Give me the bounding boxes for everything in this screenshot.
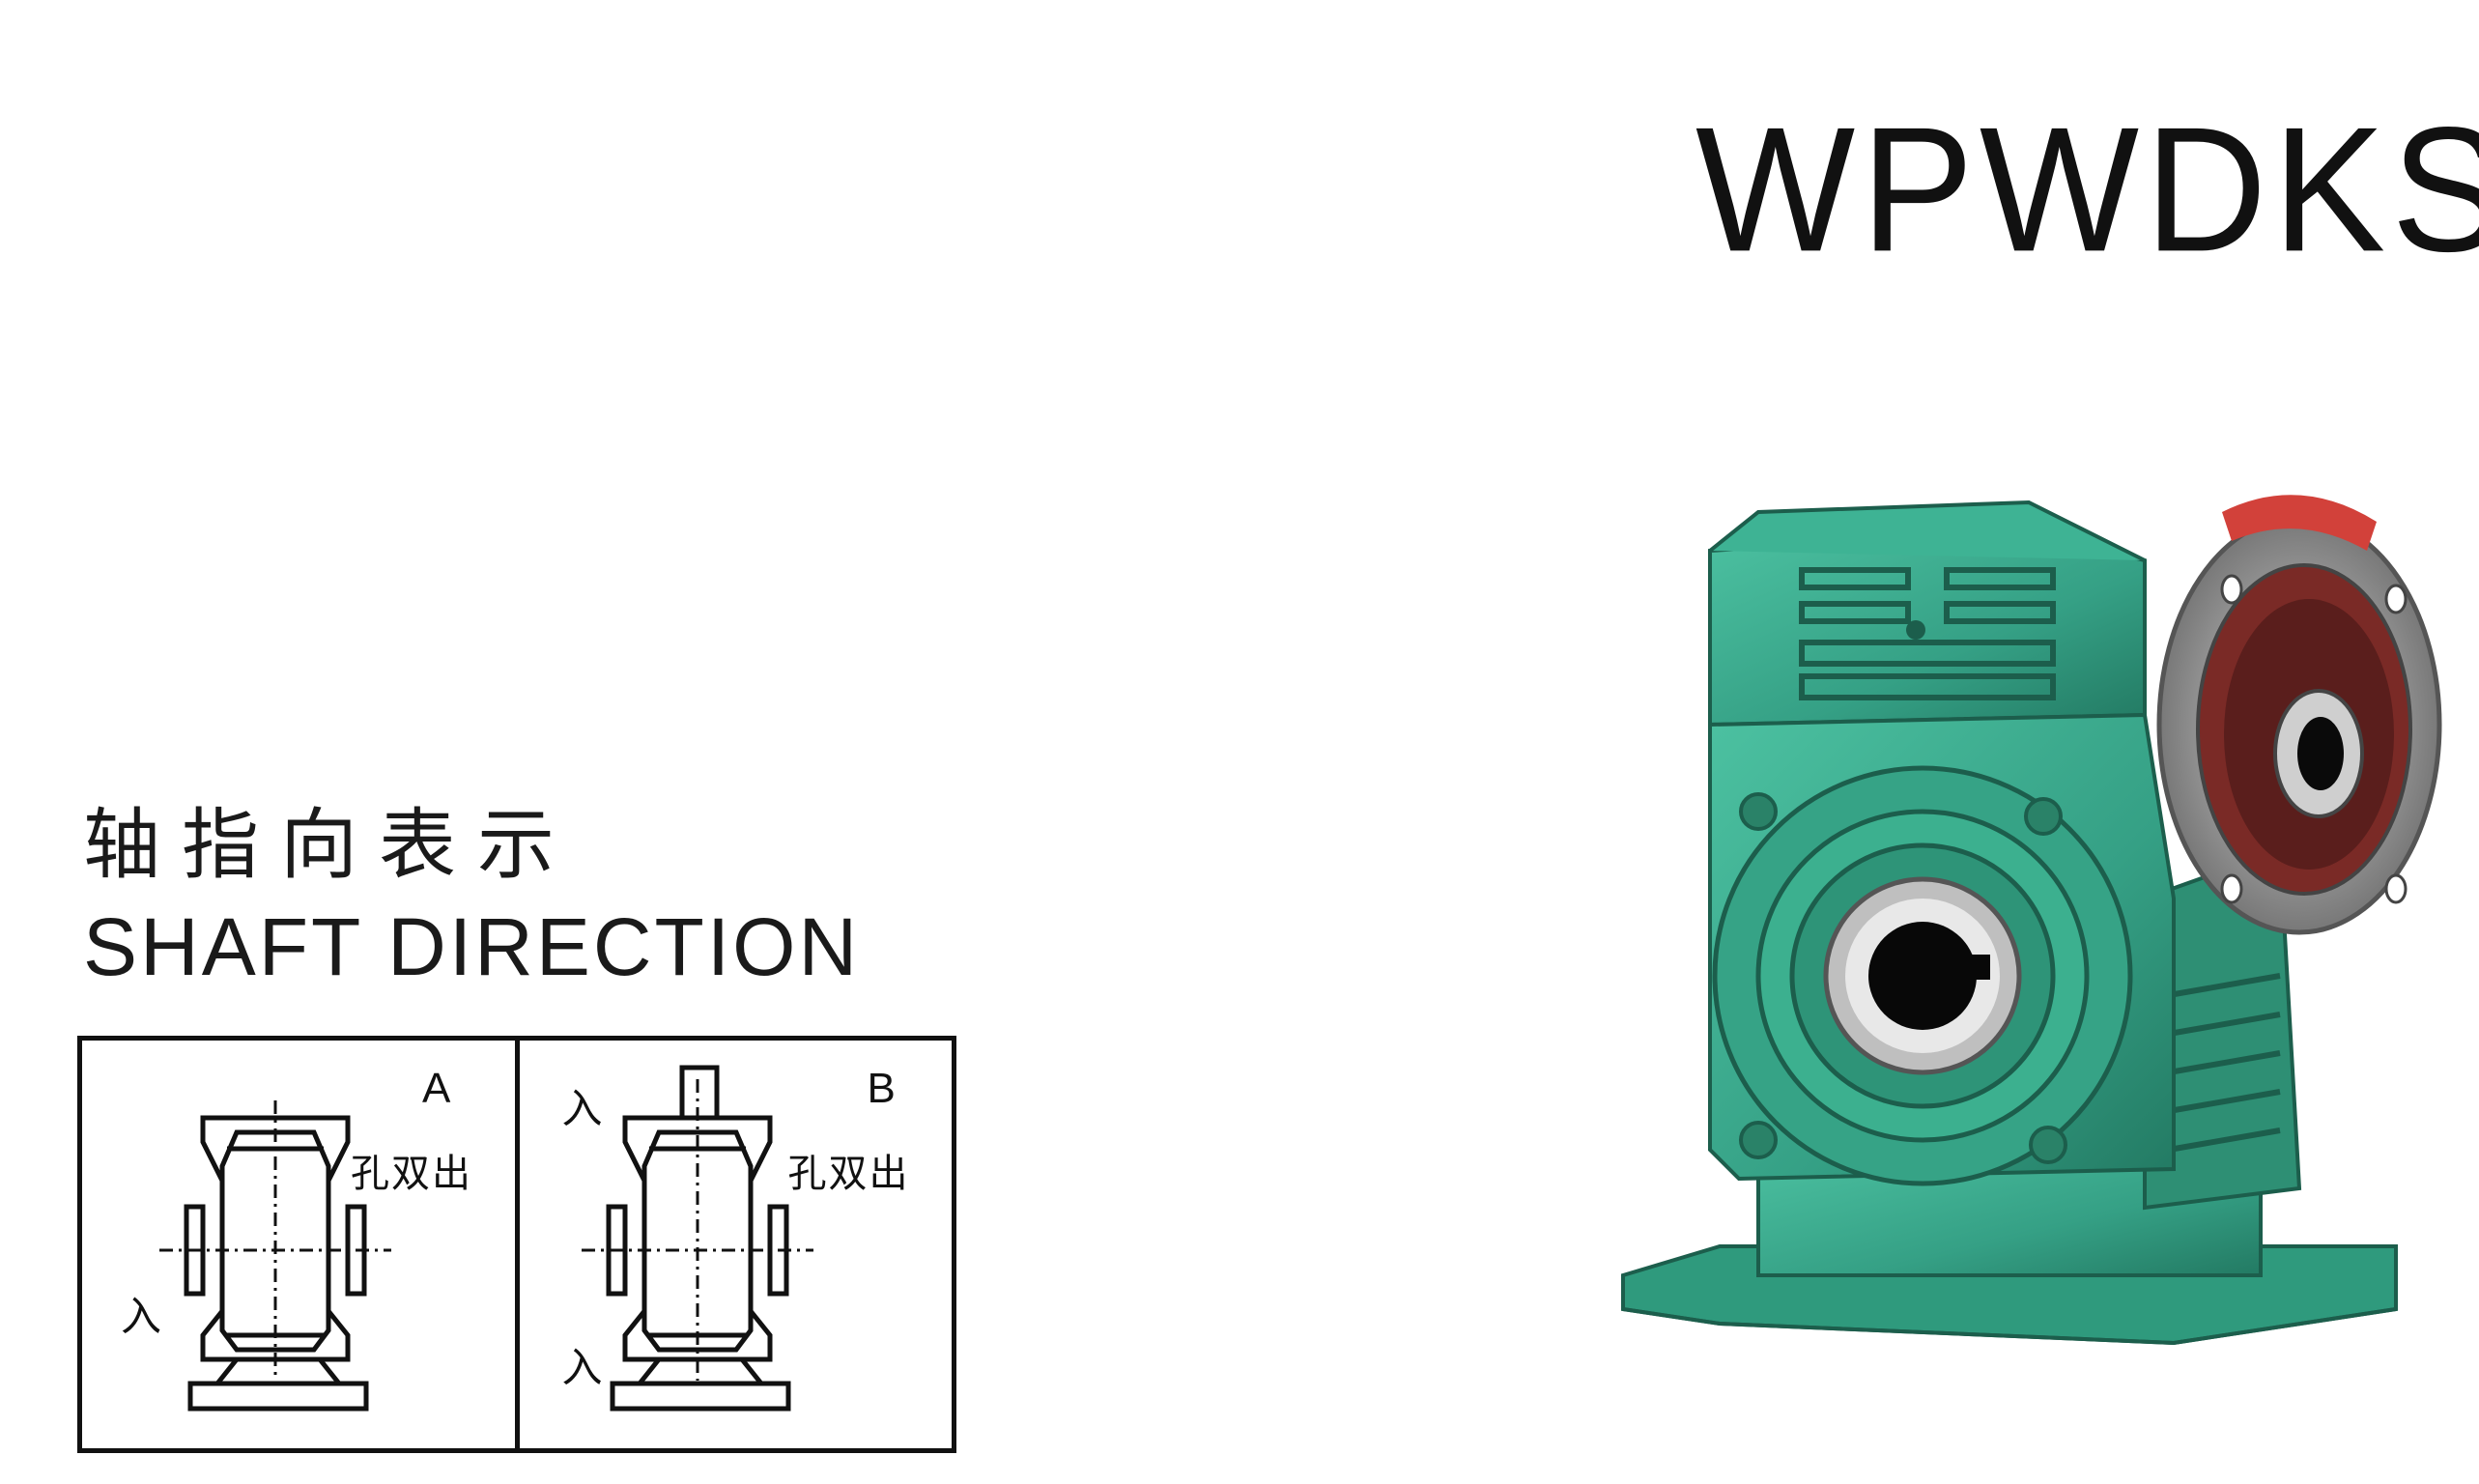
shaft-direction-diagram: A 孔双出 入	[77, 1036, 956, 1453]
diagram-note-b: 孔双出	[787, 1152, 910, 1196]
diagram-label-b: B	[867, 1065, 896, 1112]
shaft-direction-title-cn: 轴指向表示	[83, 800, 576, 890]
reducer-outline-a	[159, 1100, 391, 1412]
diagram-input-label-b-bottom: 入	[561, 1344, 603, 1391]
diagram-cell-a: A 孔双出 入	[82, 1041, 515, 1448]
diagram-cell-b: B 孔双出 入 入	[514, 1041, 953, 1448]
reducer-outline-b	[581, 1065, 813, 1412]
diagram-label-a: A	[422, 1065, 451, 1112]
diagram-input-label-b-top: 入	[561, 1085, 603, 1132]
diagram-input-label-a: 入	[121, 1293, 162, 1340]
shaft-direction-title-en: SHAFT DIRECTION	[83, 901, 861, 992]
model-title: WPWDKS	[1695, 91, 2479, 290]
diagram-note-a: 孔双出	[351, 1152, 472, 1196]
gear-reducer-photo	[1621, 495, 2442, 1346]
